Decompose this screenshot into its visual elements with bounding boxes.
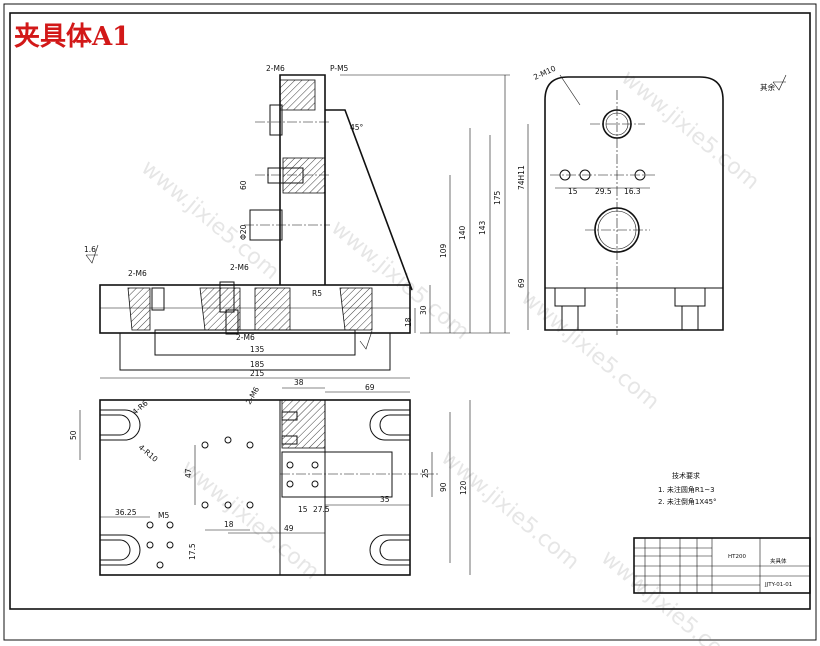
- dim-36-25: 36.25: [115, 508, 137, 517]
- watermark-text: www.jixie5.com: [516, 285, 664, 415]
- base-plate: [99, 284, 411, 334]
- dim-30: 30: [419, 305, 428, 315]
- dim-120: 120: [459, 480, 468, 495]
- dim-90: 90: [439, 482, 448, 492]
- dim-215: 215: [250, 369, 265, 378]
- dim-140: 140: [458, 225, 467, 240]
- watermark-text: www.jixie5.com: [176, 455, 324, 585]
- dim-38: 38: [294, 378, 304, 387]
- drawing-title: 夹具体A1: [14, 22, 130, 52]
- dim-69-top: 69: [365, 383, 375, 392]
- outer-border: [3, 3, 817, 641]
- dim-15-top: 15: [298, 505, 308, 514]
- label-45deg: 45°: [350, 123, 364, 132]
- dim-18: 18: [404, 317, 413, 327]
- roughness-icon: [359, 330, 373, 350]
- label-2m10: 2-M10: [532, 64, 557, 82]
- dim-135: 135: [250, 345, 265, 354]
- side-body: [544, 76, 724, 331]
- roughness-note: 其余: [760, 82, 775, 92]
- dim-16-3: 16.3: [624, 187, 641, 196]
- label-2m6d: 2-M6: [236, 333, 255, 342]
- watermark-text: www.jixie5.com: [436, 445, 584, 575]
- tech-requirements: 技术要求 1. 未注圆角R1~3 2. 未注倒角1X45°: [658, 471, 717, 506]
- part-name: 夹具体: [770, 557, 787, 565]
- top-body: [99, 399, 411, 576]
- front-view: 175 143 140 109 30 18 135 185 215 2-M6 P…: [84, 64, 510, 379]
- label-4r10: 4-R10: [137, 443, 160, 464]
- label-phi20: Φ20: [239, 224, 248, 240]
- label-4r6: 4-R6: [131, 398, 150, 416]
- dim-49: 49: [284, 524, 294, 533]
- label-m5: M5: [158, 511, 169, 520]
- label-2m6: 2-M6: [266, 64, 285, 73]
- tech-heading: 技术要求: [672, 471, 700, 480]
- dim-47: 47: [184, 468, 193, 478]
- material-label: HT200: [728, 554, 746, 560]
- roughness-value: 1.6: [84, 245, 96, 254]
- dim-27-5: 27.5: [313, 505, 330, 514]
- top-view: 38 69 50 47 25 90 120 18 49 35 15 27.5 3…: [69, 378, 471, 576]
- label-2m6b: 2-M6: [128, 269, 147, 278]
- dim-29-5: 29.5: [595, 187, 612, 196]
- dim-25: 25: [421, 468, 430, 478]
- dim-185: 185: [250, 360, 265, 369]
- tech-item-2: 2. 未注倒角1X45°: [658, 497, 717, 506]
- dim-17-5: 17.5: [188, 543, 197, 560]
- title-block: HT200 夹具体 JJTY-01-01: [633, 537, 811, 594]
- dim-69: 69: [517, 278, 526, 288]
- dim-15: 15: [568, 187, 578, 196]
- roughness-icon: [85, 244, 99, 264]
- drawing-number: JJTY-01-01: [764, 582, 792, 588]
- dim-50: 50: [69, 430, 78, 440]
- inner-frame: [9, 12, 811, 610]
- dim-18-top: 18: [224, 520, 234, 529]
- label-60: 60: [239, 180, 248, 190]
- dim-109: 109: [439, 243, 448, 258]
- dim-143: 143: [478, 220, 487, 235]
- dim-35: 35: [380, 495, 390, 504]
- watermark-text: www.jixie5.com: [616, 65, 764, 195]
- label-pm5: P-M5: [330, 64, 349, 73]
- label-2m6c: 2-M6: [230, 263, 249, 272]
- dim-175: 175: [493, 190, 502, 205]
- watermark-text: www.jixie5.com: [596, 545, 744, 646]
- tech-item-1: 1. 未注圆角R1~3: [658, 485, 715, 494]
- dim-74h11: 74H11: [517, 165, 526, 190]
- label-2m6-top: 2-M6: [244, 385, 261, 406]
- roughness-icon: [772, 74, 787, 91]
- side-view: 15 29.5 16.3 74H11 69 2-M10 其余: [517, 64, 787, 335]
- label-r5: R5: [312, 289, 322, 298]
